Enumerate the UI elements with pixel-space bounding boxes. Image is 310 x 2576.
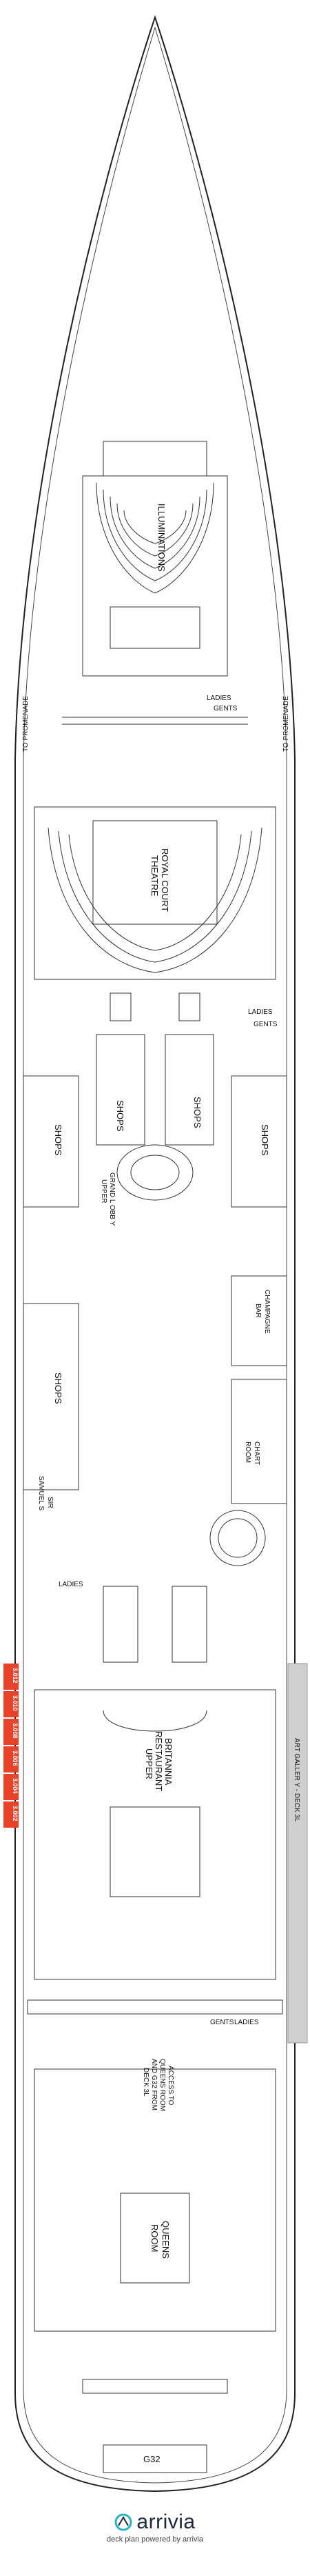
label-britannia-upper: UPPER [144, 1748, 154, 1779]
label-britannia: BRITANNIA [163, 1738, 174, 1786]
hull-outline [14, 14, 296, 2493]
label-queens-room: ROOM [149, 2224, 160, 2252]
label-shops-right: SHOPS [260, 1124, 270, 1156]
label-room: ROOM [244, 1441, 251, 1463]
cabin-3-004 [3, 1774, 19, 1800]
label-access-1: ACCESS TO [167, 2066, 174, 2106]
label-upper: UPPER [100, 1179, 107, 1203]
label-ladies-2: LADIES [248, 1008, 273, 1016]
label-royal-court: ROYAL COURT [160, 848, 170, 912]
label-access-2: QUEENS ROOM [158, 2059, 166, 2111]
shops-area [23, 992, 287, 1663]
label-g32: G32 [143, 2454, 161, 2464]
brand-name: arrivia [136, 2510, 196, 2533]
cabins [3, 1664, 19, 1828]
label-access-3: AND G32 FROM [150, 2059, 158, 2110]
brand-tagline: deck plan powered by arrivia [106, 2535, 204, 2544]
art-gallery-strip [287, 1663, 308, 2044]
label-shops-c2: SHOPS [192, 1097, 203, 1128]
label-sir: SIR [46, 1497, 54, 1508]
britannia-area [27, 1689, 283, 2015]
cabin-label: 3.008 [12, 1723, 19, 1739]
brand-row: arrivia [0, 2510, 310, 2534]
label-champagne: CHAMPAGNE [263, 1290, 271, 1334]
cabin-3-006 [3, 1746, 19, 1773]
label-art-gallery: ART GALLER Y - DECK 3L [293, 1738, 300, 1822]
cabin-label: 3.010 [12, 1695, 19, 1711]
queens-room-area [34, 2068, 276, 2473]
cabin-3-010 [3, 1691, 19, 1717]
label-access-4: DECK 3L [142, 2068, 149, 2097]
label-gents-2: GENTS [254, 1021, 278, 1028]
illuminations-area [62, 441, 248, 725]
label-samuel: SAMUEL S [37, 1476, 45, 1511]
label-to-promenade-left: TO PROMENADE [22, 696, 30, 752]
cabin-3-012 [3, 1664, 19, 1690]
label-ladies-4: LADIES [234, 2019, 259, 2026]
label-shops-c1: SHOPS [115, 1100, 125, 1132]
theatre-area [34, 806, 276, 980]
label-shops-left-1: SHOPS [53, 1124, 63, 1156]
cabin-3-008 [3, 1719, 19, 1745]
label-theatre: THEATRE [149, 855, 160, 897]
label-grand-lobby: GRAND L OBB Y [108, 1172, 116, 1226]
cabin-label: 3.002 [12, 1806, 19, 1821]
label-gents-3: GENTS [210, 2019, 234, 2026]
cabin-labels: 3.012 3.010 3.008 3.006 3.004 3.002 [12, 1668, 19, 1821]
label-gents-1: GENTS [214, 705, 238, 712]
label-shops-left-2: SHOPS [53, 1372, 63, 1404]
deck-labels: TO PROMENADE TO PROMENADE ILLUMINATIONS … [22, 503, 300, 2464]
label-chart: CHART [253, 1441, 260, 1465]
label-bar: BAR [254, 1304, 262, 1318]
cabin-label: 3.004 [12, 1778, 19, 1794]
label-ladies-3: LADIES [59, 1581, 83, 1588]
label-illuminations: ILLUMINATIONS [156, 503, 167, 572]
cabin-label: 3.012 [12, 1668, 19, 1684]
label-queens: QUEENS [161, 2221, 171, 2259]
label-ladies-1: LADIES [207, 695, 231, 702]
label-to-promenade-right: TO PROMENADE [282, 696, 290, 752]
cabin-3-002 [3, 1801, 19, 1828]
arrivia-logo-icon [114, 2513, 132, 2531]
footer: arrivia deck plan powered by arrivia [0, 2510, 310, 2544]
cabin-label: 3.006 [12, 1750, 19, 1766]
label-restaurant: RESTAURANT [154, 1731, 164, 1791]
